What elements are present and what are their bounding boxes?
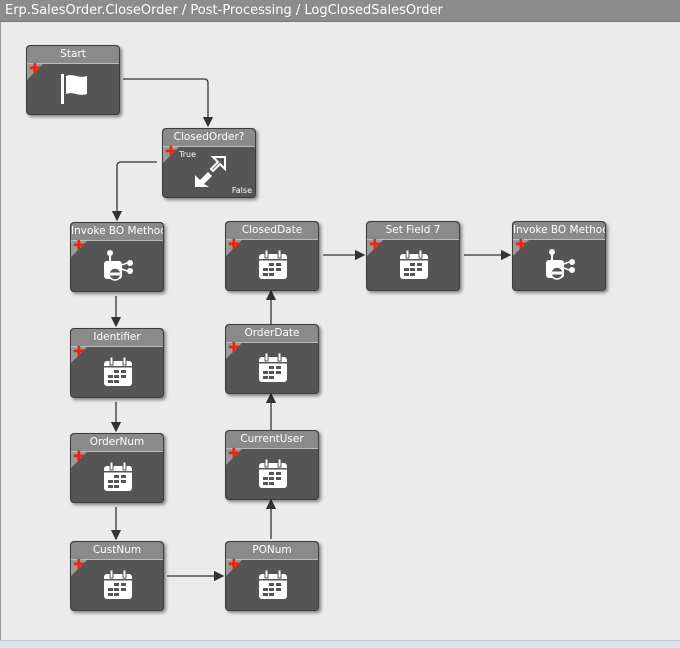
node-orderdate[interactable]: OrderDate ✚ <box>225 324 319 394</box>
node-invoke2[interactable]: Invoke BO Method ✚ <box>512 221 606 291</box>
node-title: PONum <box>226 542 318 560</box>
flag-icon <box>57 72 91 106</box>
node-ordernum[interactable]: OrderNum ✚ <box>70 433 164 503</box>
corner-marker <box>163 147 179 163</box>
calendar-icon <box>397 248 431 282</box>
node-title: CustNum <box>71 542 163 560</box>
node-title: Invoke BO Method <box>513 222 605 240</box>
node-setfield7[interactable]: Set Field 7 ✚ <box>366 221 460 291</box>
node-title: Start <box>27 46 119 64</box>
node-title: ClosedOrder? <box>163 129 255 147</box>
add-icon[interactable]: ✚ <box>73 557 85 573</box>
connector-0[interactable] <box>123 78 214 128</box>
connectors <box>110 78 512 582</box>
calendar-icon <box>256 457 290 491</box>
corner-marker <box>226 449 242 465</box>
corner-marker <box>71 452 87 468</box>
corner-marker <box>226 343 242 359</box>
connector-1[interactable] <box>111 161 157 222</box>
add-icon[interactable]: ✚ <box>369 237 381 253</box>
corner-marker <box>367 240 383 256</box>
corner-marker <box>71 560 87 576</box>
calendar-icon <box>256 351 290 385</box>
add-icon[interactable]: ✚ <box>228 340 240 356</box>
node-title: ClosedDate <box>226 222 318 240</box>
node-title: OrderNum <box>71 434 163 452</box>
corner-marker <box>71 347 87 363</box>
corner-marker <box>513 240 529 256</box>
add-icon[interactable]: ✚ <box>228 237 240 253</box>
add-icon[interactable]: ✚ <box>73 449 85 465</box>
node-currentuser[interactable]: CurrentUser ✚ <box>225 430 319 500</box>
node-title: Set Field 7 <box>367 222 459 240</box>
node-title: Identifier <box>71 329 163 347</box>
add-icon[interactable]: ✚ <box>165 144 177 160</box>
corner-marker <box>226 560 242 576</box>
add-icon[interactable]: ✚ <box>228 557 240 573</box>
calendar-icon <box>256 568 290 602</box>
calendar-icon <box>256 248 290 282</box>
add-icon[interactable]: ✚ <box>73 238 85 254</box>
true-label: True <box>179 150 196 159</box>
condition-arrows-icon <box>193 155 227 189</box>
corner-marker <box>226 240 242 256</box>
status-strip <box>0 640 680 648</box>
node-closeddate[interactable]: ClosedDate ✚ <box>225 221 319 291</box>
node-start[interactable]: Start ✚ <box>26 45 120 115</box>
breadcrumb-title: Erp.SalesOrder.CloseOrder / Post-Process… <box>0 0 680 22</box>
node-invoke1[interactable]: Invoke BO Method ✚ <box>70 222 164 292</box>
corner-marker <box>71 241 87 257</box>
add-icon[interactable]: ✚ <box>515 237 527 253</box>
node-title: OrderDate <box>226 325 318 343</box>
node-identifier[interactable]: Identifier ✚ <box>70 328 164 398</box>
corner-marker <box>27 64 43 80</box>
add-icon[interactable]: ✚ <box>73 344 85 360</box>
calendar-icon <box>101 568 135 602</box>
calendar-icon <box>101 355 135 389</box>
node-title: CurrentUser <box>226 431 318 449</box>
calendar-icon <box>101 460 135 494</box>
node-title: Invoke BO Method <box>71 223 163 241</box>
invoke-bo-method-icon <box>543 248 577 282</box>
add-icon[interactable]: ✚ <box>228 446 240 462</box>
add-icon[interactable]: ✚ <box>29 61 41 77</box>
false-label: False <box>231 186 252 195</box>
node-ponum[interactable]: PONum ✚ <box>225 541 319 611</box>
invoke-bo-method-icon <box>101 249 135 283</box>
node-custnum[interactable]: CustNum ✚ <box>70 541 164 611</box>
